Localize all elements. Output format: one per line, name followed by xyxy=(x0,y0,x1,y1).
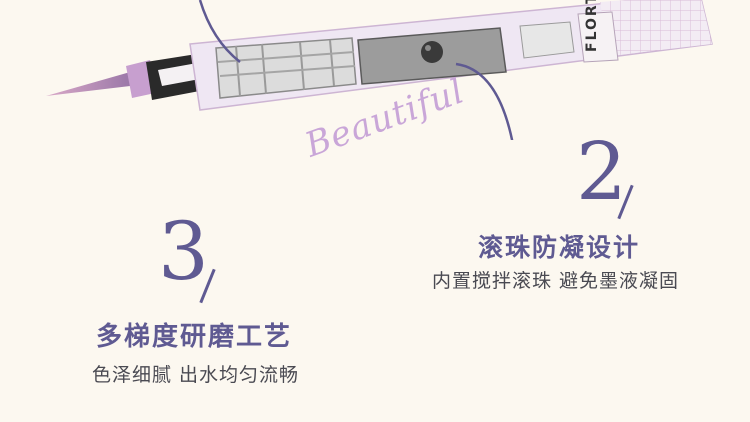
eyeliner-pen-illustration: FLORTTE xyxy=(46,0,713,140)
feature-number: 3 xyxy=(158,205,209,298)
feature-description: 色泽细腻 出水均匀流畅 xyxy=(92,364,300,386)
feature-description: 内置搅拌滚珠 避免墨液凝固 xyxy=(432,270,680,292)
curved-arrow-top xyxy=(198,0,241,63)
feature-title: 多梯度研磨工艺 xyxy=(96,322,293,352)
barrel-brand-text: FLORTTE xyxy=(584,0,600,52)
pen-tip xyxy=(46,72,130,96)
feature-number: 2 xyxy=(576,125,627,218)
mixing-ball-icon xyxy=(421,41,443,63)
pen-cap-grid xyxy=(600,0,712,56)
feature-title: 滚珠防凝设计 xyxy=(478,233,641,262)
